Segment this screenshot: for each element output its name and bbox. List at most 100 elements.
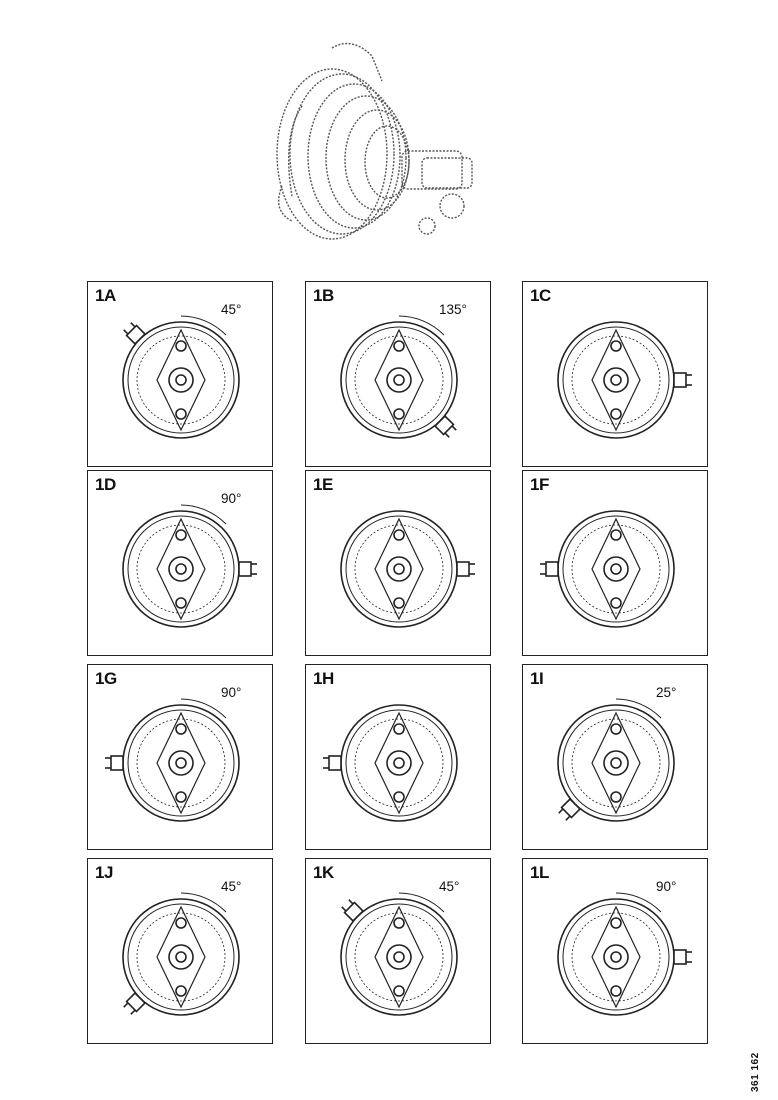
inner-ring [127, 515, 235, 623]
bolt-hole-top [175, 723, 187, 735]
bolt-hole-bottom [610, 985, 622, 997]
contour-ring [571, 524, 661, 614]
inner-ring [345, 709, 453, 817]
chamber-drawing: 25° [557, 685, 676, 822]
pushrod-center [393, 374, 405, 386]
bolt-hole-top [175, 529, 187, 541]
panel-label: 1H [313, 669, 334, 688]
bolt-hole-top [175, 917, 187, 929]
contour-ring [354, 524, 444, 614]
outer-ring [340, 510, 458, 628]
panel-label: 1G [95, 669, 117, 688]
panel-label: 1B [313, 286, 334, 305]
panel-label: 1F [530, 475, 549, 494]
contour-ring [354, 335, 444, 425]
angle-arc [615, 892, 662, 913]
panel-1h: 1H [305, 664, 491, 850]
clamp-fitting [238, 561, 257, 577]
pushrod-boss [603, 556, 629, 582]
outer-ring [122, 898, 240, 1016]
pushrod-boss [168, 556, 194, 582]
pushrod-center [393, 563, 405, 575]
clamp-fitting [123, 322, 147, 346]
pushrod-boss [168, 944, 194, 970]
mounting-plate [156, 328, 206, 432]
bolt-hole-top [393, 529, 405, 541]
outer-ring [122, 704, 240, 822]
angle-label: 135° [439, 302, 467, 317]
bolt-hole-bottom [610, 791, 622, 803]
pushrod-center [610, 951, 622, 963]
angle-label: 45° [221, 302, 241, 317]
panel-label: 1D [95, 475, 116, 494]
inner-ring [345, 903, 453, 1011]
chamber-drawing: 90° [105, 685, 241, 822]
angle-arc [180, 504, 227, 525]
angle-arc [615, 698, 662, 719]
clamp-fitting [123, 991, 147, 1015]
pushrod-center [175, 563, 187, 575]
pushrod-center [610, 374, 622, 386]
panel-label: 1I [530, 669, 544, 688]
mounting-plate [156, 905, 206, 1009]
outer-ring [340, 898, 458, 1016]
angle-label: 90° [221, 685, 241, 700]
mounting-plate [591, 905, 641, 1009]
angle-label: 25° [656, 685, 676, 700]
outer-ring [122, 510, 240, 628]
outer-ring [557, 321, 675, 439]
pushrod-center [393, 757, 405, 769]
panel-label: 1L [530, 863, 549, 882]
bolt-hole-top [393, 917, 405, 929]
panel-1e: 1E [305, 470, 491, 656]
bolt-hole-top [610, 340, 622, 352]
inner-ring [562, 709, 670, 817]
contour-ring [354, 912, 444, 1002]
bolt-hole-bottom [393, 985, 405, 997]
clamp-fitting [456, 561, 475, 577]
bolt-hole-top [393, 340, 405, 352]
outer-ring [557, 704, 675, 822]
inner-ring [127, 326, 235, 434]
angle-arc [398, 315, 445, 336]
inner-ring [127, 709, 235, 817]
inner-ring [345, 326, 453, 434]
contour-ring [571, 718, 661, 808]
panel-label: 1A [95, 286, 116, 305]
chamber-drawing: 45° [340, 879, 459, 1016]
inner-ring [345, 515, 453, 623]
bolt-hole-bottom [610, 408, 622, 420]
mounting-plate [374, 328, 424, 432]
contour-ring [136, 912, 226, 1002]
chamber-drawing: 90° [557, 879, 692, 1016]
pushrod-boss [386, 556, 412, 582]
bolt-hole-bottom [175, 597, 187, 609]
bolt-hole-bottom [393, 597, 405, 609]
pushrod-center [610, 563, 622, 575]
outer-ring [122, 321, 240, 439]
mounting-plate [591, 328, 641, 432]
mounting-plate [591, 517, 641, 621]
panel-label: 1C [530, 286, 551, 305]
angle-label: 45° [439, 879, 459, 894]
panel-1f: 1F [522, 470, 708, 656]
panel-1b: 1B 135° [305, 281, 491, 467]
chamber-drawing [323, 704, 458, 822]
panel-label: 1J [95, 863, 113, 882]
pushrod-boss [168, 367, 194, 393]
contour-ring [136, 335, 226, 425]
pushrod-center [393, 951, 405, 963]
inner-ring [562, 903, 670, 1011]
contour-ring [354, 718, 444, 808]
clamp-fitting [105, 755, 124, 771]
pushrod-boss [168, 750, 194, 776]
bolt-hole-top [610, 529, 622, 541]
pushrod-boss [386, 944, 412, 970]
mounting-plate [591, 711, 641, 815]
contour-ring [136, 524, 226, 614]
mounting-plate [156, 711, 206, 815]
chamber-drawing: 45° [122, 302, 241, 439]
inner-ring [562, 326, 670, 434]
